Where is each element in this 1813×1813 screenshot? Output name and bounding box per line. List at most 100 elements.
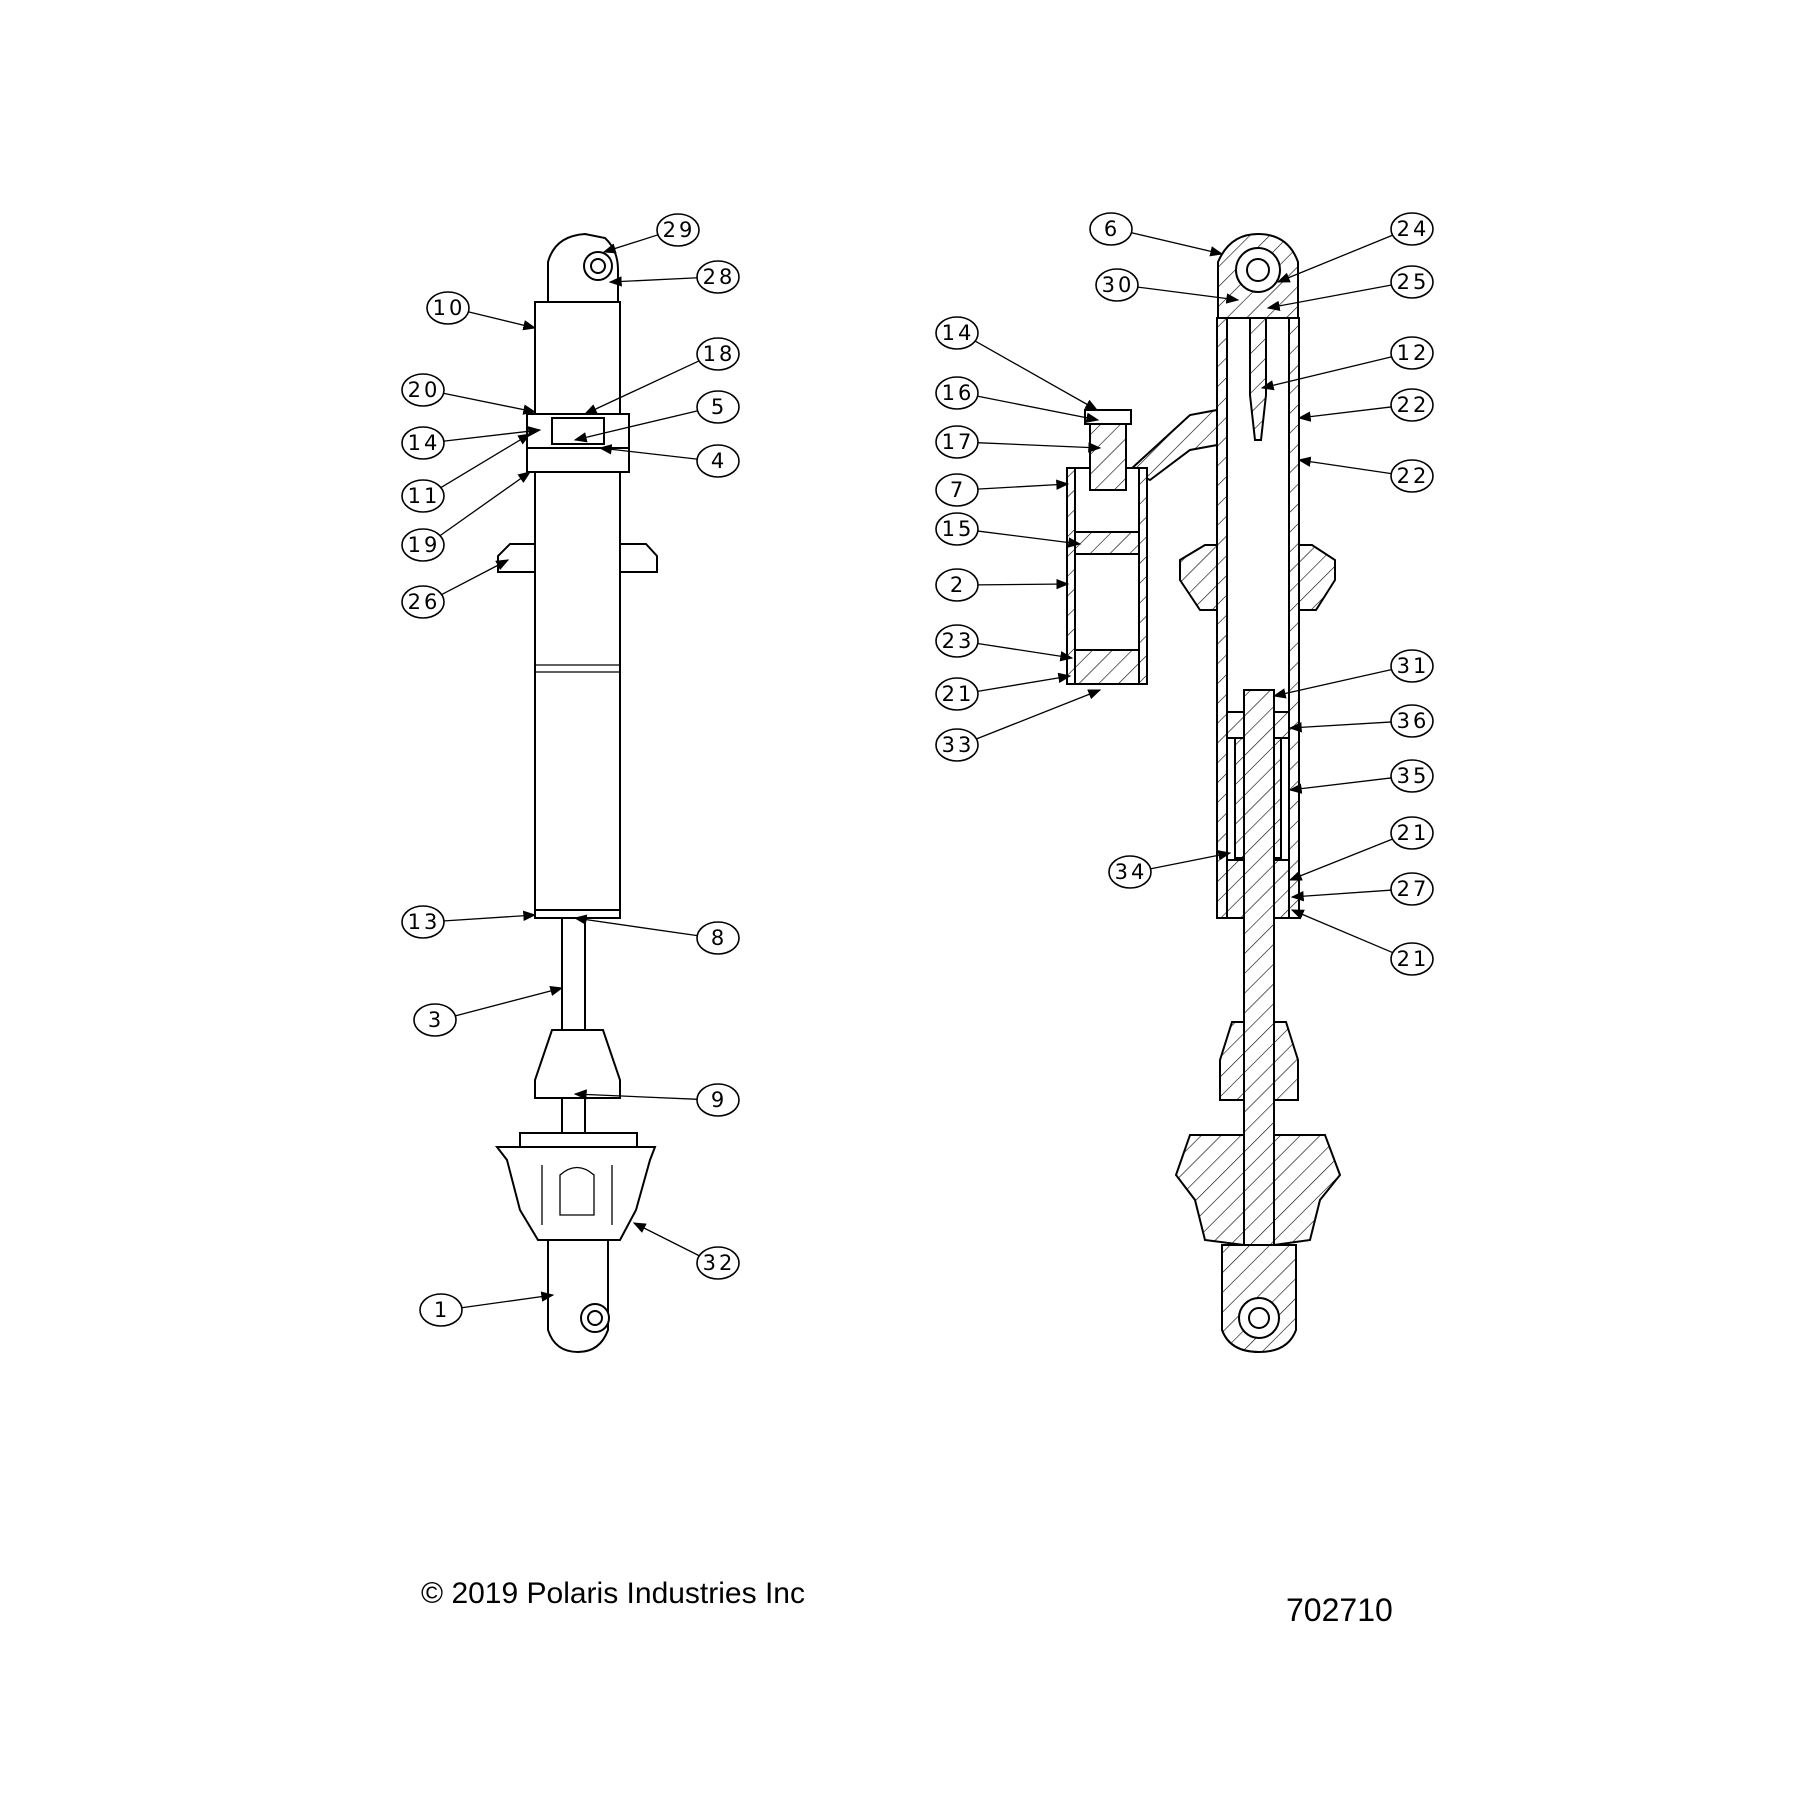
leader-line xyxy=(460,1291,555,1309)
callout-number: 21 xyxy=(1397,821,1430,845)
leader-line xyxy=(1276,234,1394,283)
leader-line xyxy=(1266,284,1393,311)
needle xyxy=(1249,317,1267,441)
callout-number: 28 xyxy=(703,265,736,289)
callout-10: 10 xyxy=(426,291,537,331)
callout-number: 14 xyxy=(408,431,441,455)
callout-number: 13 xyxy=(408,910,441,934)
callout-11: 11 xyxy=(401,433,532,513)
leader-line xyxy=(976,530,1082,548)
leader-line xyxy=(1136,286,1240,304)
callout-number: 1 xyxy=(434,1298,450,1322)
callout-26: 26 xyxy=(401,559,510,619)
bump-stop xyxy=(534,1029,621,1099)
leader-line xyxy=(976,442,1102,453)
callout-number: 22 xyxy=(1397,464,1430,488)
leader-line xyxy=(1297,406,1393,422)
callout-number: 12 xyxy=(1397,341,1430,365)
callout-number: 26 xyxy=(408,590,441,614)
body-wall-right xyxy=(1288,317,1300,919)
callout-25: 25 xyxy=(1266,265,1434,311)
spring-perch-section xyxy=(1179,544,1336,611)
leader-line xyxy=(1130,231,1224,257)
callout-number: 21 xyxy=(942,682,975,706)
floating-piston xyxy=(1074,531,1140,555)
callout-number: 6 xyxy=(1104,217,1120,241)
callout-number: 4 xyxy=(711,449,727,473)
leader-line xyxy=(454,985,564,1017)
callout-6: 6 xyxy=(1089,212,1224,257)
callout-18: 18 xyxy=(583,337,740,415)
callout-31: 31 xyxy=(1272,649,1434,699)
callout-3: 3 xyxy=(413,985,564,1037)
callout-number: 17 xyxy=(942,430,975,454)
leader-line xyxy=(976,479,1070,490)
callout-number: 10 xyxy=(433,296,466,320)
callout-19: 19 xyxy=(401,471,532,562)
copyright-notice: © 2019 Polaris Industries Inc xyxy=(421,1577,805,1610)
callout-21: 21 xyxy=(1288,816,1434,881)
callout-number: 34 xyxy=(1115,860,1148,884)
callout-5: 5 xyxy=(573,390,740,443)
callout-number: 9 xyxy=(711,1088,727,1112)
drawing-number: 702710 xyxy=(1286,1592,1393,1628)
callout-number: 2 xyxy=(950,573,966,597)
leader-line xyxy=(467,310,537,331)
callout-14: 14 xyxy=(401,426,542,460)
leader-line xyxy=(974,340,1099,411)
leader-line xyxy=(1290,909,1394,954)
reservoir xyxy=(1066,467,1148,685)
bump-stop-section xyxy=(1219,1021,1299,1101)
leader-line xyxy=(602,233,660,254)
leader-line xyxy=(1288,777,1393,794)
callout-28: 28 xyxy=(608,260,740,294)
leader-line xyxy=(442,426,542,442)
callout-20: 20 xyxy=(401,373,537,415)
body-wall-left xyxy=(1216,317,1228,919)
leader-line xyxy=(440,559,510,596)
callout-17: 17 xyxy=(935,425,1102,459)
leader-line xyxy=(976,578,1070,590)
callout-number: 18 xyxy=(703,342,736,366)
leader-line xyxy=(439,433,532,489)
callout-22: 22 xyxy=(1297,388,1434,422)
callout-number: 29 xyxy=(663,218,696,242)
spring-perch xyxy=(497,543,658,573)
bottom-eyelet xyxy=(547,1239,609,1354)
callout-36: 36 xyxy=(1288,704,1434,738)
leader-line xyxy=(1260,356,1393,391)
leader-line xyxy=(1149,850,1232,870)
leader-line xyxy=(442,910,537,922)
callout-number: 25 xyxy=(1397,270,1430,294)
adjuster-knob xyxy=(551,417,605,445)
leader-line xyxy=(1288,721,1393,733)
callout-21: 21 xyxy=(935,672,1072,711)
callout-number: 3 xyxy=(428,1008,444,1032)
callout-33: 33 xyxy=(935,689,1102,762)
callout-1: 1 xyxy=(419,1291,555,1327)
leader-line xyxy=(1290,889,1393,902)
callout-number: 16 xyxy=(942,381,975,405)
leader-line xyxy=(573,914,699,937)
collar-base xyxy=(526,447,630,473)
leader-line xyxy=(573,409,699,443)
callout-32: 32 xyxy=(632,1222,740,1280)
leader-line xyxy=(583,359,701,415)
callout-number: 14 xyxy=(942,321,975,345)
leader-line xyxy=(976,642,1074,662)
callout-34: 34 xyxy=(1108,850,1232,889)
body-seal-ring xyxy=(534,909,621,919)
callout-number: 15 xyxy=(942,517,975,541)
callout-number: 35 xyxy=(1397,764,1430,788)
callout-30: 30 xyxy=(1095,268,1240,304)
callout-29: 29 xyxy=(602,213,700,254)
shock-body xyxy=(534,471,621,918)
callout-number: 23 xyxy=(942,629,975,653)
bottom-cup-top xyxy=(519,1132,638,1148)
callout-number: 30 xyxy=(1102,273,1135,297)
leader-line xyxy=(1288,838,1394,881)
callout-27: 27 xyxy=(1290,872,1434,906)
